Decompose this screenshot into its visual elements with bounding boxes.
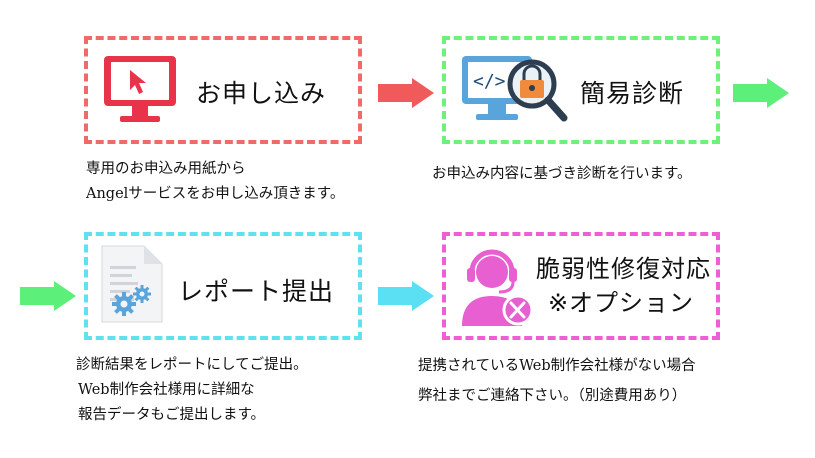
step-title-vulnerability-fix: 脆弱性修復対応 ※オプション (536, 252, 711, 320)
desc-line: お申込み内容に基づき診断を行います。 (432, 166, 692, 182)
desc-line: 診断結果をレポートにしてご提出。 (76, 357, 308, 373)
step-desc-application: 専用のお申込み用紙から Angelサービスをお申し込み頂きます。 (86, 157, 344, 207)
monitor-cursor-icon (104, 56, 176, 122)
step-box-diagnosis (442, 36, 720, 144)
step-desc-report: 診断結果をレポートにしてご提出。 Web制作会社様用に詳細な 報告データもご提出… (76, 353, 308, 428)
step-title-report: レポート提出 (178, 277, 335, 306)
step-desc-diagnosis: お申込み内容に基づき診断を行います。 (432, 162, 692, 187)
support-headset-person-icon (462, 249, 534, 326)
desc-line: Angelサービスをお申し込み頂きます。 (86, 186, 345, 202)
desc-line: 提携されているWeb制作会社様がない場合 (418, 358, 696, 374)
arrow-right-cyan (378, 281, 434, 311)
document-gear-icon (101, 245, 163, 323)
arrow-right-green-row2 (20, 281, 76, 311)
svg-text:</>: </> (473, 71, 506, 92)
desc-line: 報告データもご提出します。 (78, 407, 266, 423)
desc-line: 弊社までご連絡下さい。（別途費用あり） (418, 388, 687, 404)
title-line: 脆弱性修復対応 (536, 255, 711, 283)
code-monitor-lock-magnifier-icon: </> (462, 56, 568, 122)
desc-line: 専用のお申込み用紙から (86, 161, 246, 177)
step-title-diagnosis: 簡易診断 (580, 79, 685, 108)
step-title-application: お申し込み (196, 79, 327, 108)
step-desc-vulnerability-fix: 提携されているWeb制作会社様がない場合 弊社までご連絡下さい。（別途費用あり） (418, 351, 696, 411)
title-line: ※オプション (547, 289, 695, 317)
arrow-right-red (378, 78, 434, 108)
arrow-right-green (733, 78, 789, 108)
desc-line: Web制作会社様用に詳細な (78, 382, 255, 398)
